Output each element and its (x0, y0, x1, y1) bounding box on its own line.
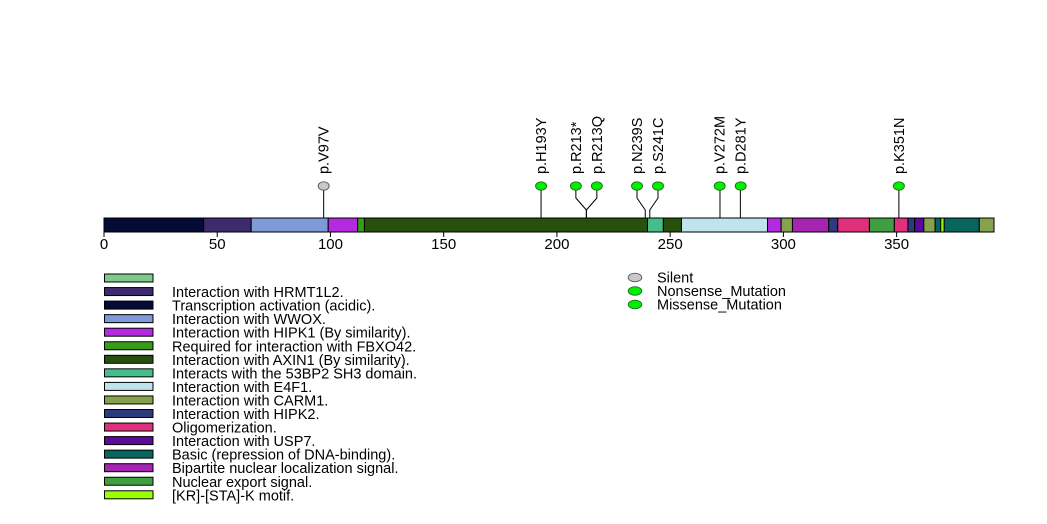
domain-segment (103, 217, 205, 233)
legend-swatch (104, 314, 154, 324)
legend-label: Interaction with AXIN1 (By similarity). (172, 353, 410, 369)
legend-swatch (104, 409, 154, 418)
domain-segment (940, 217, 945, 233)
mutation-legend-label: Nonsense_Mutation (657, 284, 786, 300)
legend-swatch (104, 381, 154, 391)
domain-segment (934, 217, 942, 233)
legend-label: Bipartite nuclear localization signal. (172, 461, 399, 477)
mutation-label: p.K351N (892, 118, 908, 174)
legend-swatch (104, 449, 154, 459)
legend-swatch (104, 354, 154, 364)
domain-segment (868, 217, 895, 233)
mutation-stems (323, 190, 900, 232)
domain-segment (943, 217, 980, 233)
mutation-marker[interactable] (713, 181, 726, 191)
legend-swatch (104, 287, 154, 297)
protein-bar-outline (103, 217, 995, 233)
legend-swatch (104, 490, 154, 500)
legend-swatch (104, 273, 154, 283)
domain-segment (662, 217, 682, 233)
legend-label: Interaction with WWOX. (172, 312, 326, 328)
legend-label: Interaction with USP7. (172, 434, 315, 450)
legend-label: Interaction with HIPK1 (By similarity). (172, 326, 411, 342)
domain-segment (203, 217, 252, 233)
legend-label: Oligomerization. (172, 421, 277, 437)
legend-swatch (104, 476, 154, 486)
domain-segment (327, 217, 359, 233)
domain-segment (780, 217, 793, 233)
domain-segment (363, 217, 649, 233)
mutation-legend-marker (627, 272, 643, 283)
domain-segment (914, 217, 925, 233)
mutation-label: p.R213Q (590, 116, 606, 174)
mutation-legend-marker (627, 299, 643, 310)
mutation-marker[interactable] (535, 181, 548, 191)
protein-bar (103, 217, 995, 233)
legend-label: Nuclear export signal. (172, 475, 312, 491)
mutation-marker[interactable] (317, 181, 330, 191)
legend-label: Interaction with CARM1. (172, 393, 328, 409)
legend-swatch (104, 436, 154, 446)
domain-segment (647, 217, 664, 233)
legend-swatch (104, 395, 154, 405)
mutation-label: p.S241C (651, 118, 667, 174)
mutation-markers: p.V97V p.H193Y p.R213* p.R213Q p.N239S p.S241… (317, 116, 908, 191)
legend-label: Required for interaction with FBXO42. (172, 339, 416, 355)
domain-legend: Interaction with HRMT1L2.Transcription a… (104, 273, 417, 504)
mutation-marker[interactable] (652, 181, 664, 191)
legend-swatch (104, 300, 154, 310)
domain-segment (923, 217, 936, 233)
x-tick-label: 200 (544, 236, 569, 253)
x-tick-label: 150 (431, 236, 456, 253)
domain-segment (767, 217, 782, 233)
domain-segment (250, 217, 329, 233)
domain-segment (893, 217, 909, 233)
x-tick-label: 50 (209, 236, 226, 253)
mutation-legend-label: Silent (657, 271, 693, 287)
domain-segment (357, 217, 365, 233)
domain-segment (791, 217, 830, 233)
mutation-label: p.H193Y (534, 117, 550, 174)
legend-swatch (104, 463, 154, 473)
legend-label: Interaction with E4F1. (172, 380, 312, 396)
mutation-label: p.N239S (630, 118, 646, 174)
mutation-marker[interactable] (590, 181, 603, 191)
mutation-marker[interactable] (569, 181, 582, 191)
legend-swatch (104, 368, 154, 378)
legend-label: Basic (repression of DNA-binding). (172, 448, 395, 464)
domain-segment (828, 217, 839, 233)
legend-label: Interaction with HIPK2. (172, 407, 320, 423)
x-tick-label: 300 (771, 236, 796, 253)
mutation-legend-marker (627, 286, 643, 296)
legend-swatch (104, 327, 154, 337)
legend-label: Interacts with the 53BP2 SH3 domain. (172, 366, 417, 382)
x-tick-label: 350 (884, 236, 909, 253)
x-axis: 0 50 100 150 200 250 300 350 (100, 232, 909, 253)
mutation-label: p.V97V (317, 126, 333, 174)
domain-segment (680, 217, 769, 233)
x-tick-label: 100 (318, 236, 343, 253)
x-tick-label: 250 (658, 236, 683, 253)
mutation-label: p.V272M (713, 116, 729, 174)
domain-segment (907, 217, 916, 233)
mutation-label: p.R213* (569, 121, 585, 174)
mutation-label: p.D281Y (734, 117, 750, 174)
legend-label: Transcription activation (acidic). (172, 299, 375, 315)
legend-swatch (104, 422, 154, 432)
legend-label: [KR]-[STA]-K motif. (172, 488, 294, 504)
mutation-marker[interactable] (734, 181, 747, 191)
mutation-legend-label: Missense_Mutation (657, 298, 782, 314)
x-tick-label: 0 (100, 236, 108, 253)
legend-label: Interaction with HRMT1L2. (172, 285, 344, 301)
mutation-marker[interactable] (892, 181, 905, 191)
legend-swatch (104, 341, 154, 351)
domain-segment (978, 217, 995, 233)
domain-segment (837, 217, 870, 233)
mutation-marker[interactable] (631, 181, 643, 191)
